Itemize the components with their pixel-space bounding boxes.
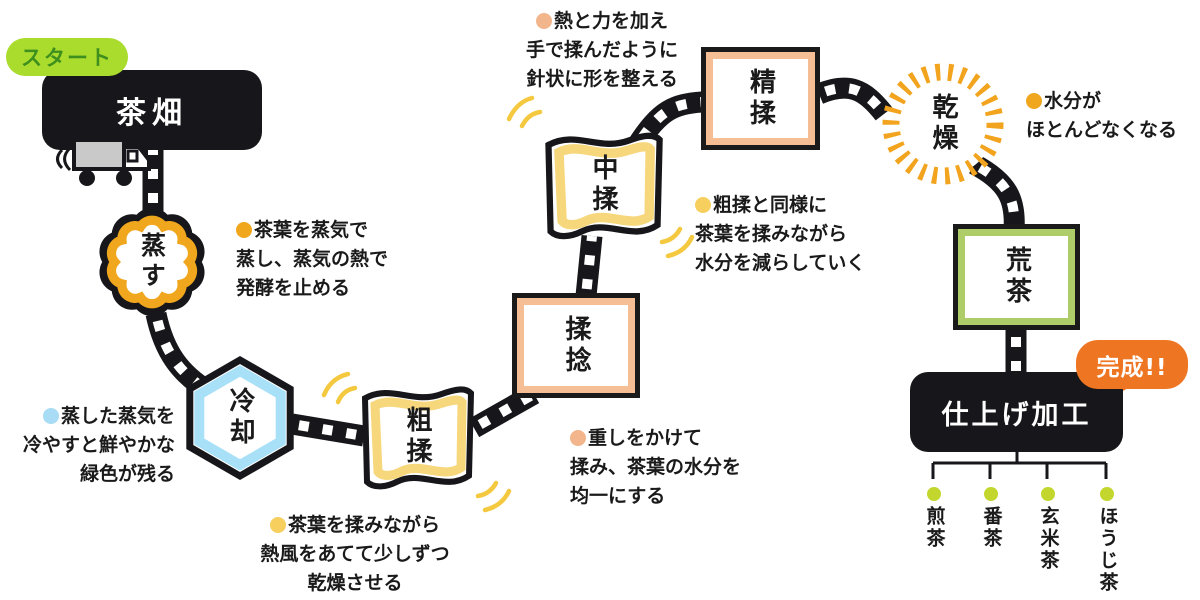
note-line: 乾燥させる (307, 572, 403, 594)
product-label: 番茶 (980, 506, 1003, 550)
note-line: 均一にする (570, 485, 666, 507)
flag-shape (545, 132, 663, 240)
station-steam-label: 蒸す (137, 232, 167, 292)
start-badge: スタート (6, 38, 128, 76)
note-line: 水分が (1026, 87, 1177, 116)
bullet-icon (695, 197, 711, 213)
note-steam: 茶葉を蒸気で 蒸し、蒸気の熱で 発酵を止める (236, 216, 388, 303)
note-line: 粗揉と同様に (695, 191, 865, 220)
station-crude: 荒茶 (953, 224, 1080, 330)
product-genmaicha: 玄米茶 (1034, 487, 1062, 572)
station-fine-label: 精揉 (745, 67, 776, 130)
frame-inner (524, 305, 628, 386)
station-mid: 中揉 (538, 126, 668, 244)
note-rough: 茶葉を揉みながら 熱風をあてて少しずつ 乾燥させる (250, 511, 460, 598)
product-label: 煎茶 (923, 506, 946, 550)
note-line: 茶葉を蒸気で (236, 216, 388, 245)
station-rough-label: 粗揉 (402, 406, 432, 468)
note-line: 針状に形を整える (526, 68, 678, 90)
finish-badge: 完成!! (1076, 340, 1188, 389)
frame-inner (965, 236, 1068, 318)
note-line: 蒸し、蒸気の熱で (236, 248, 389, 270)
product-bancha: 番茶 (977, 487, 1005, 550)
note-line: 手で揉んだように (525, 39, 678, 61)
station-field-label: 茶畑 (116, 96, 188, 131)
station-cool: 冷却 (177, 350, 303, 486)
station-rough: 粗揉 (355, 380, 479, 494)
note-line: 冷やすと鮮やかな (22, 434, 175, 456)
product-label: ほうじ茶 (1096, 506, 1119, 594)
station-cool-label: 冷却 (225, 387, 255, 449)
note-line: 熱と力を加え (512, 7, 692, 36)
station-mid-label: 中揉 (588, 154, 618, 216)
note-line: 重しをかけて (570, 424, 741, 453)
start-badge-label: スタート (21, 46, 113, 70)
product-dot-icon (984, 487, 998, 501)
product-dot-icon (1100, 487, 1114, 501)
station-crude-label: 荒茶 (1001, 246, 1032, 308)
bullet-icon (570, 430, 586, 446)
bullet-icon (535, 13, 552, 29)
station-dry: 乾燥 (876, 57, 1010, 191)
note-line: 茶葉を揉みながら (250, 511, 460, 540)
flag-shape (361, 386, 475, 490)
product-hojicha: ほうじ茶 (1093, 487, 1121, 594)
note-line: 水分を減らしていく (695, 252, 866, 274)
frame-inner (713, 59, 808, 138)
note-line: 揉み、茶葉の水分を (570, 456, 742, 478)
station-knead: 揉捻 (512, 293, 640, 398)
note-line: ほとんどなくなる (1026, 119, 1178, 141)
note-line: 熱風をあてて少しずつ (260, 543, 450, 565)
station-fine: 精揉 (701, 47, 820, 150)
product-dot-icon (1041, 487, 1055, 501)
note-dry: 水分が ほとんどなくなる (1026, 87, 1177, 145)
finish-badge-label: 完成!! (1096, 354, 1168, 381)
note-cool: 蒸した蒸気を 冷やすと鮮やかな 緑色が残る (5, 402, 175, 489)
station-dry-label: 乾燥 (928, 93, 958, 155)
station-field: 茶畑 (42, 70, 262, 150)
note-line: 発酵を止める (236, 277, 351, 299)
bullet-icon (236, 222, 252, 238)
sun-dashed-circle (882, 63, 1004, 185)
product-dot-icon (927, 487, 941, 501)
bullet-icon (269, 517, 286, 533)
note-line: 茶葉を揉みながら (695, 223, 848, 245)
note-fine: 熱と力を加え 手で揉んだように 針状に形を整える (512, 7, 692, 94)
note-knead: 重しをかけて 揉み、茶葉の水分を 均一にする (570, 424, 741, 511)
hexagon-shape (186, 355, 294, 481)
note-line: 蒸した蒸気を (5, 402, 175, 431)
station-finishing-label: 仕上げ加工 (941, 399, 1092, 431)
vibration-arcs (321, 95, 695, 513)
bullet-icon (42, 408, 59, 424)
product-label: 玄米茶 (1037, 506, 1060, 572)
truck-icon (56, 138, 151, 186)
product-tree-lines (931, 450, 1108, 479)
bullet-icon (1026, 93, 1042, 109)
station-knead-label: 揉捻 (561, 314, 591, 377)
station-steam: 蒸す (90, 200, 214, 324)
flower-shape (99, 207, 205, 317)
note-mid: 粗揉と同様に 茶葉を揉みながら 水分を減らしていく (695, 191, 865, 278)
note-line: 緑色が残る (79, 463, 175, 485)
product-sencha: 煎茶 (920, 487, 948, 550)
